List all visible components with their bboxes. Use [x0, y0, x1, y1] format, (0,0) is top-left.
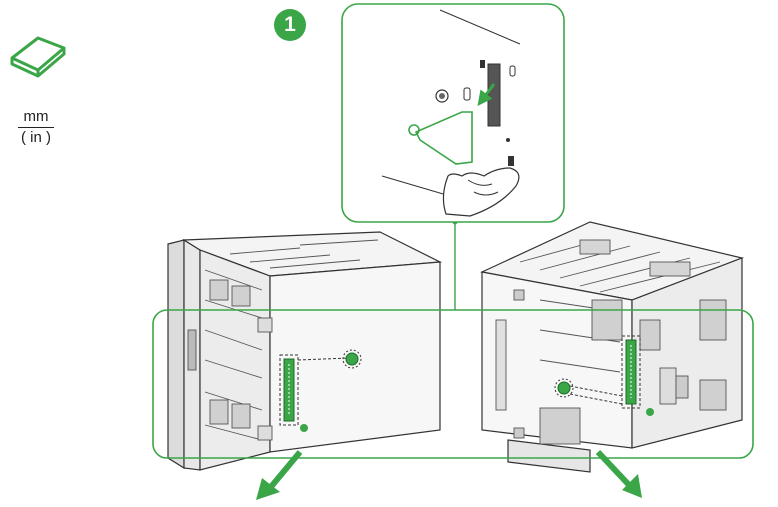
left-device: [167, 231, 443, 471]
step-number: 1: [284, 13, 296, 36]
right-device-details: [495, 239, 727, 445]
step-number-badge: 1: [274, 9, 306, 41]
left-connector: [279, 349, 362, 432]
detail-inset: [341, 3, 565, 223]
arrow-down-icon: [256, 450, 303, 500]
units-secondary: ( in ): [21, 129, 51, 146]
left-device-details: [187, 239, 379, 441]
arrow-down-icon: [595, 449, 642, 498]
units-primary: mm: [23, 108, 49, 125]
units-label: mm ( in ): [14, 108, 58, 147]
units-divider: [18, 127, 54, 128]
book-icon: [10, 36, 66, 78]
connector-highlight-frame: [152, 309, 754, 459]
right-connector: [554, 335, 654, 416]
